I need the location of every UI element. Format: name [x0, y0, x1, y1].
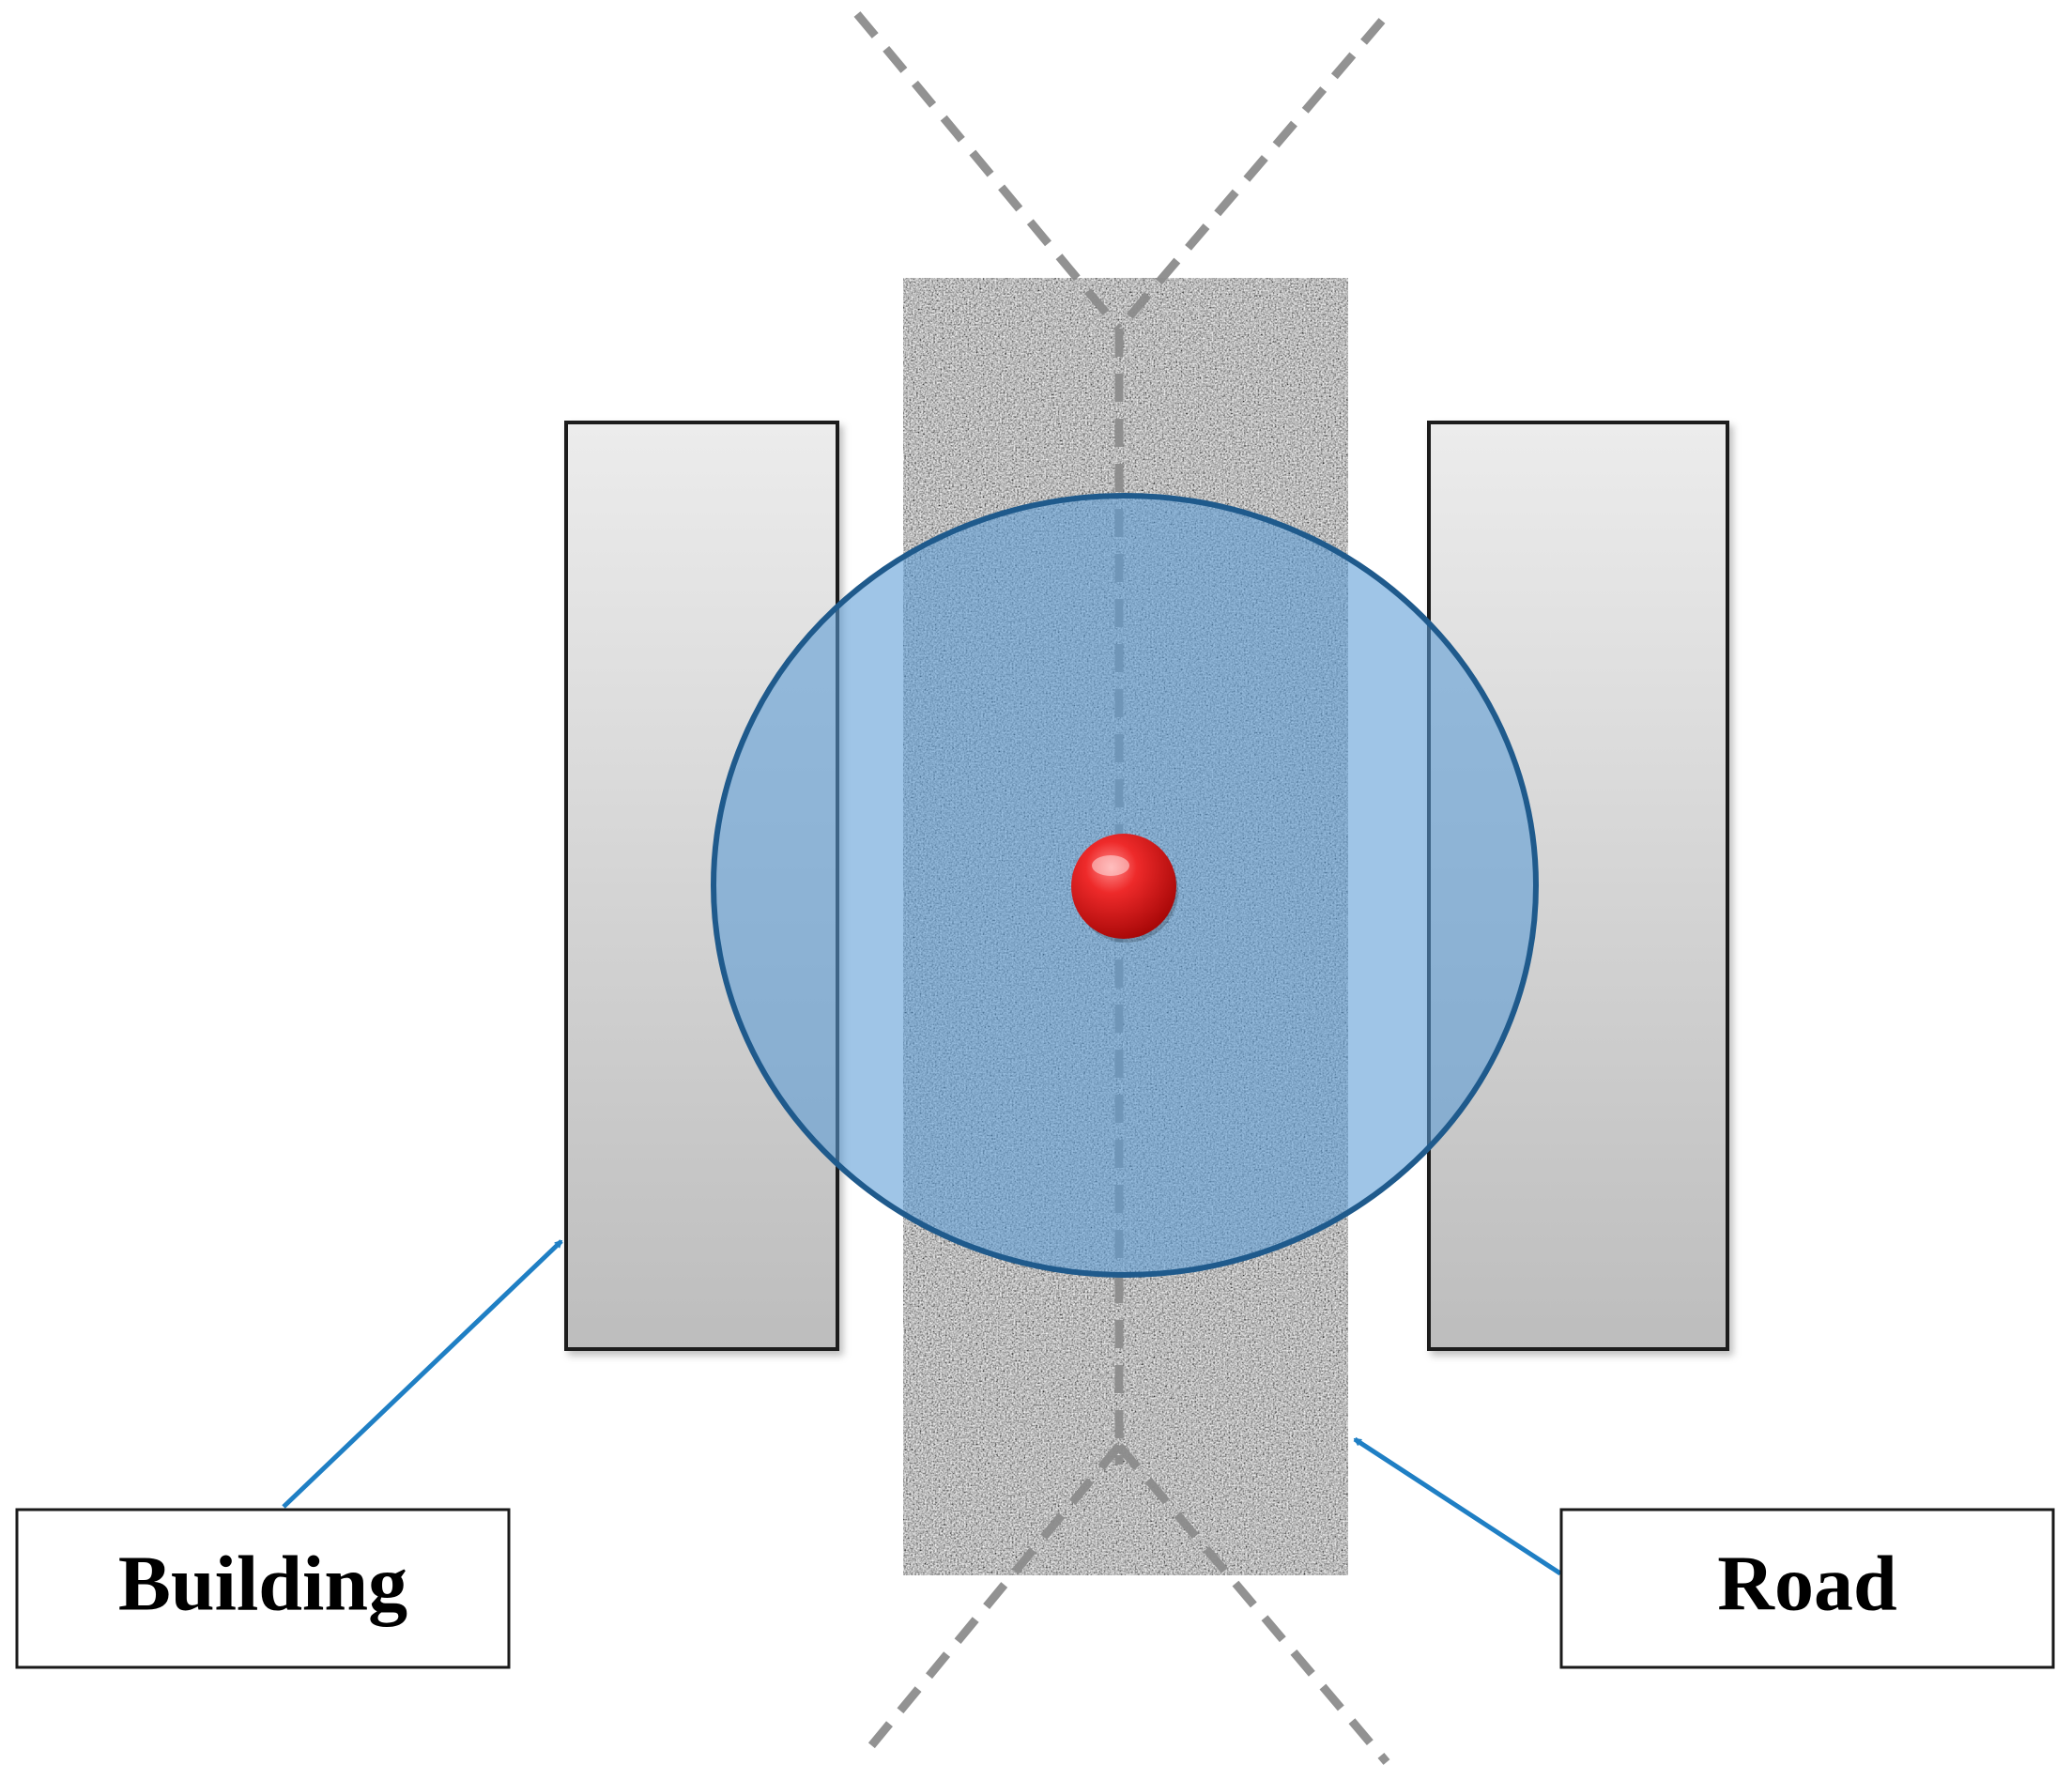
- dashed-line-upper-left: [853, 11, 1123, 331]
- dashed-line-lower-left: [857, 1443, 1123, 1761]
- road-label: Road: [1717, 1540, 1896, 1627]
- building-label: Building: [118, 1540, 407, 1627]
- center-marker: [1071, 834, 1178, 943]
- building-arrow: [282, 1239, 563, 1509]
- road-label-box: Road: [1559, 1508, 2055, 1669]
- dashed-line-lower-right: [1115, 1443, 1390, 1765]
- dashed-line-upper-right: [1115, 18, 1386, 331]
- building-label-box: Building: [15, 1508, 511, 1669]
- road-arrow: [1355, 1436, 1562, 1576]
